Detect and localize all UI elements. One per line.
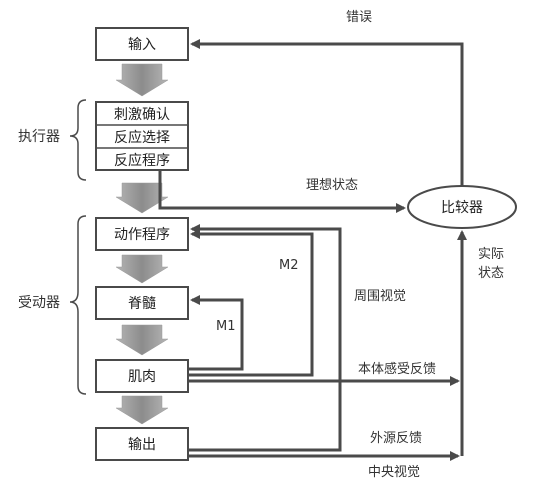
proprioception-label: 本体感受反馈 — [358, 361, 436, 377]
external-feedback-label: 外源反馈 — [370, 431, 422, 446]
executor-stack: 刺激确认 反应选择 反应程序 — [95, 101, 189, 171]
m2-label: M2 — [279, 258, 299, 273]
m2-loop-arrow — [188, 229, 314, 377]
executor-label: 执行器 — [18, 129, 60, 145]
motor-program-box: 动作程序 — [95, 217, 189, 251]
motor-program-label: 动作程序 — [114, 227, 170, 243]
error-label: 错误 — [346, 10, 372, 25]
ideal-state-label: 理想状态 — [306, 177, 358, 193]
actual-state-label-line2: 状态 — [478, 266, 504, 281]
down-arrow-icon — [115, 395, 169, 425]
central-vision-label: 中央视觉 — [368, 465, 420, 480]
down-arrow-icon — [115, 182, 169, 214]
spinal-cord-box: 脊髓 — [95, 286, 189, 320]
output-box: 输出 — [95, 427, 189, 461]
response-programming-label: 反应程序 — [114, 152, 170, 169]
peripheral-vision-label: 周围视觉 — [354, 289, 406, 304]
down-arrow-icon — [115, 254, 169, 284]
stimulus-identification-label: 刺激确认 — [114, 106, 170, 123]
actual-state-label-line1: 实际 — [478, 247, 504, 262]
ideal-state-arrow — [158, 170, 406, 213]
comparator-ellipse: 比较器 — [407, 185, 517, 229]
m1-label: M1 — [216, 319, 236, 334]
external-feedback-arrow — [188, 224, 342, 452]
effector-brace — [69, 215, 87, 395]
effector-label: 受动器 — [18, 295, 60, 311]
input-box: 输入 — [95, 27, 189, 61]
muscle-box: 肌肉 — [95, 359, 189, 393]
m1-loop-arrow — [188, 295, 244, 371]
muscle-label: 肌肉 — [128, 369, 156, 385]
comparator-label: 比较器 — [441, 200, 483, 216]
error-arrow — [190, 39, 464, 186]
executor-brace — [69, 99, 87, 181]
down-arrow-icon — [115, 63, 169, 97]
input-label: 输入 — [128, 37, 156, 53]
response-selection-label: 反应选择 — [114, 129, 170, 146]
down-arrow-icon — [115, 324, 169, 356]
spinal-cord-label: 脊髓 — [128, 296, 156, 312]
flow-arrows — [115, 63, 169, 425]
connection-lines — [158, 39, 467, 461]
braces — [69, 99, 87, 395]
output-label: 输出 — [128, 437, 156, 453]
